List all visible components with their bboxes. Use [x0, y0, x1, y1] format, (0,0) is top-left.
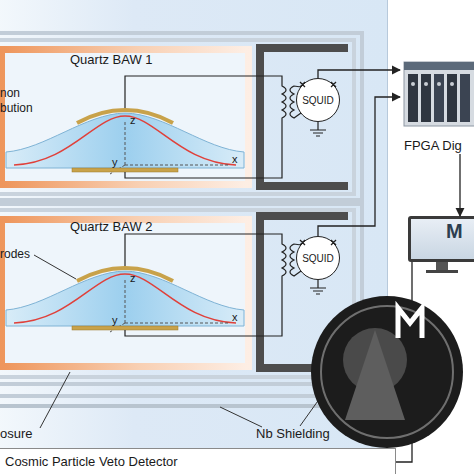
logo-ring — [321, 306, 453, 438]
axis-label: z — [130, 271, 136, 286]
signal-connector — [318, 97, 400, 236]
port — [411, 82, 415, 86]
radiation-shield — [0, 33, 362, 200]
port — [424, 82, 428, 86]
baw-title: Quartz BAW 2 — [70, 219, 153, 234]
part-label: Nb Shielding — [256, 426, 330, 441]
axis-label: x — [232, 152, 238, 167]
baw-note: non bution — [0, 86, 40, 116]
leader-line — [34, 255, 76, 279]
nb-shield — [260, 48, 348, 186]
baw-assembly — [6, 234, 336, 336]
fpga-module — [460, 74, 470, 122]
radiation-shield — [0, 40, 354, 194]
monitor-stand — [436, 262, 448, 270]
part-label: osure — [0, 426, 33, 441]
radiation-shield — [0, 204, 362, 384]
logo-disc — [311, 296, 463, 448]
device-label: FPGA Dig — [404, 138, 462, 153]
axis-label: y — [112, 313, 118, 328]
baw-title: Quartz BAW 1 — [70, 52, 153, 67]
port — [450, 82, 454, 86]
electrode — [72, 168, 178, 172]
monitor-stand — [426, 270, 458, 273]
baw-assembly — [6, 76, 336, 178]
input-coil — [290, 86, 301, 118]
squid-label: SQUID — [302, 93, 334, 108]
leader-line — [40, 372, 70, 428]
signal-connector — [459, 154, 460, 216]
veto-detector-box: Cosmic Particle Veto Detector — [0, 448, 396, 474]
axis-label: z — [130, 113, 136, 128]
squid-label: SQUID — [302, 251, 334, 266]
pickup-wire — [125, 76, 286, 178]
logo-figure — [345, 330, 405, 420]
screen-logo: M — [446, 224, 463, 239]
logo-mark — [398, 308, 422, 338]
axis-label: y — [112, 155, 118, 170]
port — [437, 82, 441, 86]
axis-label: x — [232, 310, 238, 325]
radiation-shield — [0, 210, 354, 377]
veto-label: Cosmic Particle Veto Detector — [5, 454, 178, 469]
josephson-junction — [300, 82, 336, 87]
computer-monitor: M — [408, 216, 474, 262]
electrode — [77, 110, 173, 123]
fpga-chassis — [404, 62, 474, 70]
baw-note: rodes — [0, 247, 30, 262]
fpga-module — [447, 74, 457, 122]
axes — [110, 120, 230, 174]
fpga-module — [434, 74, 444, 122]
fpga-module — [408, 74, 418, 122]
fpga-module — [421, 74, 431, 122]
signal-connector — [318, 70, 400, 78]
fpga-chassis — [404, 62, 474, 126]
ground-symbol — [310, 122, 326, 136]
